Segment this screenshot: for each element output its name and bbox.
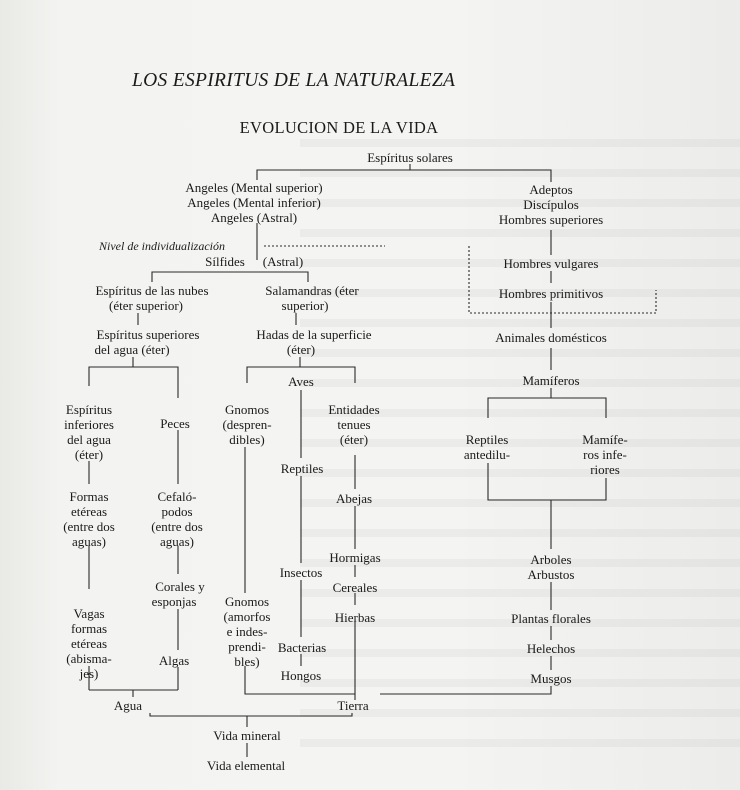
node-angeles-mental-superior: Angeles (Mental superior) [185, 180, 323, 195]
node-gnomos-amorfos-2: (amorfos [223, 609, 271, 624]
node-reptiles: Reptiles [280, 461, 324, 476]
node-entidades-tenues-3: (éter) [339, 432, 369, 447]
node-cefalopodos: Cefaló- [157, 489, 197, 504]
node-espiritus-nubes: Espíritus de las nubes [95, 283, 209, 298]
node-vagas-formas-2: formas [70, 621, 108, 636]
node-tierra: Tierra [337, 698, 369, 713]
node-cefalopodos-3: (entre dos [151, 519, 203, 534]
line-agua-tierra [149, 713, 353, 717]
node-algas: Algas [158, 653, 190, 668]
node-salamandras-2: superior) [281, 298, 329, 313]
node-vida-mineral: Vida mineral [213, 728, 281, 743]
node-mamiferos-inferiores: Mamífe- [582, 432, 628, 447]
node-angeles-astral: Angeles (Astral) [210, 210, 298, 225]
node-gnomos-amorfos-3: e indes- [226, 624, 268, 639]
node-espiritus-inferiores-agua: Espíritus [65, 402, 113, 417]
page-title: LOS ESPIRITUS DE LA NATURALEZA [132, 70, 456, 91]
node-hongos: Hongos [280, 668, 322, 683]
node-hombres-primitivos: Hombres primitivos [498, 286, 604, 301]
node-espiritus-superiores-agua-2: del agua (éter) [94, 342, 170, 357]
node-agua: Agua [113, 698, 143, 713]
node-peces: Peces [160, 416, 190, 431]
line-reptiles-mamif-join [487, 463, 607, 501]
node-vagas-formas-5: jes) [79, 666, 99, 681]
node-insectos: Insectos [279, 565, 323, 580]
node-animales-domesticos: Animales domésticos [495, 330, 607, 345]
node-espiritus-solares: Espíritus solares [367, 150, 453, 165]
node-adeptos: Adeptos [529, 182, 573, 197]
node-entidades-tenues: Entidades [328, 402, 380, 417]
node-vagas-formas: Vagas [73, 606, 105, 621]
node-espiritus-inferiores-agua-4: (éter) [74, 447, 104, 462]
node-vagas-formas-3: etéreas [70, 636, 108, 651]
node-espiritus-superiores-agua: Espíritus superiores [96, 327, 200, 342]
line-hadas-split [246, 366, 356, 383]
node-entidades-tenues-2: tenues [337, 417, 371, 432]
node-angeles-mental-inferior: Angeles (Mental inferior) [187, 195, 321, 210]
node-gnomos-amorfos-4: prendi- [228, 639, 266, 654]
node-bacterias: Bacterias [277, 640, 327, 655]
node-arbustos: Arbustos [527, 567, 575, 582]
node-corales: Corales y [155, 579, 205, 594]
node-hadas: Hadas de la superficie [256, 327, 372, 342]
node-gnomos-desprendibles-2: (despren- [222, 417, 272, 432]
node-abejas: Abejas [335, 491, 373, 506]
node-hormigas: Hormigas [329, 550, 381, 565]
node-formas-etereas-4: aguas) [72, 534, 106, 549]
line-musgos-tierra [380, 686, 552, 695]
node-espiritus-inferiores-agua-2: inferiores [64, 417, 114, 432]
node-espiritus-nubes-2: (éter superior) [109, 298, 183, 313]
node-astral: (Astral) [262, 254, 304, 269]
show-through-text [300, 125, 740, 765]
line-gnomos-tierra [244, 666, 355, 695]
node-cefalopodos-2: podos [161, 504, 193, 519]
diagram-subtitle: EVOLUCION DE LA VIDA [239, 118, 439, 137]
node-vagas-formas-4: (abisma- [66, 651, 112, 666]
node-mamiferos-inferiores-2: ros infe- [583, 447, 627, 462]
node-helechos: Helechos [526, 641, 576, 656]
node-vida-elemental: Vida elemental [206, 758, 286, 773]
node-gnomos-desprendibles-3: dibles) [229, 432, 265, 447]
node-arboles: Arboles [530, 552, 572, 567]
node-cereales: Cereales [332, 580, 378, 595]
node-gnomos-desprendibles: Gnomos [224, 402, 270, 417]
node-reptiles-antediluvianos: Reptiles [465, 432, 509, 447]
line-silfides-split [151, 271, 309, 282]
node-hierbas: Hierbas [334, 610, 376, 625]
node-musgos: Musgos [530, 671, 572, 686]
label-nivel-individualizacion: Nivel de individualización [99, 239, 225, 253]
node-cefalopodos-4: aguas) [160, 534, 194, 549]
node-reptiles-antediluvianos-2: antedilu- [463, 447, 511, 462]
node-espiritus-inferiores-agua-3: del agua [67, 432, 111, 447]
node-mamiferos-inferiores-3: riores [590, 462, 620, 477]
node-salamandras: Salamandras (éter [265, 283, 359, 298]
node-hombres-superiores: Hombres superiores [498, 212, 604, 227]
node-hadas-2: (éter) [286, 342, 316, 357]
line-primitivos-dotted [468, 246, 657, 314]
line-mamiferos-split [487, 397, 607, 418]
node-mamiferos: Mamíferos [522, 373, 580, 388]
node-formas-etereas-3: (entre dos [63, 519, 115, 534]
node-plantas-florales: Plantas florales [511, 611, 591, 626]
node-gnomos-amorfos-5: bles) [234, 654, 260, 669]
node-formas-etereas: Formas [69, 489, 109, 504]
node-discipulos: Discípulos [523, 197, 579, 212]
node-formas-etereas-2: etéreas [70, 504, 108, 519]
line-solares-split [256, 169, 552, 182]
node-aves: Aves [288, 374, 314, 389]
node-silfides: Sílfides [205, 254, 245, 269]
node-corales-2: esponjas [151, 594, 197, 609]
node-gnomos-amorfos: Gnomos [224, 594, 270, 609]
line-agua-split [88, 366, 179, 398]
node-hombres-vulgares: Hombres vulgares [503, 256, 599, 271]
